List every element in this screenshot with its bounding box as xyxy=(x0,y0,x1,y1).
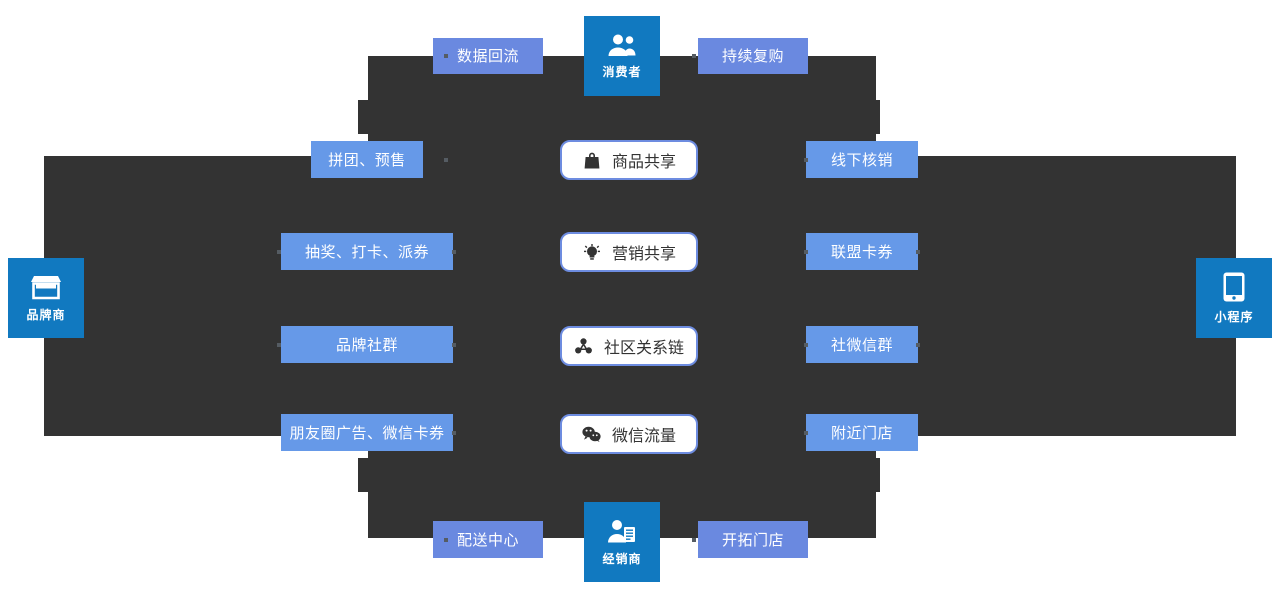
chip-left-1[interactable]: 拼团、预售 xyxy=(311,141,423,178)
chip-label: 线下核销 xyxy=(830,150,893,169)
backdrop-main-block xyxy=(44,156,1236,436)
wechat-icon xyxy=(582,424,602,444)
chip-label: 朋友圈广告、微信卡券 xyxy=(289,423,445,442)
chip-bottom-right[interactable]: 开拓门店 xyxy=(698,521,808,558)
chip-label: 附近门店 xyxy=(830,423,893,442)
connector-nub xyxy=(452,250,456,254)
chip-top-right[interactable]: 持续复购 xyxy=(698,38,808,74)
connector-nub xyxy=(692,538,696,542)
connector-nub xyxy=(452,343,456,347)
connector-nub xyxy=(444,158,448,162)
backdrop-top-notch-r xyxy=(866,100,880,134)
actor-label: 经销商 xyxy=(602,551,642,566)
backdrop-top-notch-l xyxy=(358,100,372,134)
connector-nub xyxy=(804,158,808,162)
connector-nub xyxy=(804,343,808,347)
actor-label: 小程序 xyxy=(1214,309,1254,324)
chip-label: 拼团、预售 xyxy=(328,150,406,169)
chip-label: 联盟卡券 xyxy=(830,242,893,261)
network-nodes-icon xyxy=(574,336,594,356)
lightbulb-icon xyxy=(582,242,602,262)
pill-product-sharing[interactable]: 商品共享 xyxy=(560,140,698,180)
chip-label: 品牌社群 xyxy=(335,335,398,354)
pill-label: 微信流量 xyxy=(611,426,676,445)
actor-label: 消费者 xyxy=(602,64,642,79)
chip-label: 社微信群 xyxy=(830,335,893,354)
pill-label: 营销共享 xyxy=(611,244,676,263)
chip-top-left[interactable]: 数据回流 xyxy=(433,38,543,74)
chip-right-1[interactable]: 线下核销 xyxy=(806,141,918,178)
chip-left-2[interactable]: 抽奖、打卡、派券 xyxy=(281,233,453,270)
actor-miniapp[interactable]: 小程序 xyxy=(1196,258,1272,338)
actor-brand[interactable]: 品牌商 xyxy=(8,258,84,338)
actor-consumer[interactable]: 消费者 xyxy=(584,16,660,96)
storefront-icon xyxy=(31,274,61,300)
pill-marketing-sharing[interactable]: 营销共享 xyxy=(560,232,698,272)
chip-left-4[interactable]: 朋友圈广告、微信卡券 xyxy=(281,414,453,451)
person-document-icon xyxy=(607,518,637,544)
connector-nub xyxy=(916,250,920,254)
connector-nub xyxy=(444,54,448,58)
connector-nub xyxy=(277,343,281,347)
connector-nub xyxy=(692,54,696,58)
connector-nub xyxy=(804,431,808,435)
chip-label: 持续复购 xyxy=(721,47,784,65)
pill-label: 社区关系链 xyxy=(603,338,684,357)
pill-community-graph[interactable]: 社区关系链 xyxy=(560,326,698,366)
chip-label: 配送中心 xyxy=(456,530,519,549)
mobile-phone-icon xyxy=(1223,272,1245,302)
shopping-bag-icon xyxy=(582,150,602,170)
chip-bottom-left[interactable]: 配送中心 xyxy=(433,521,543,558)
chip-right-2[interactable]: 联盟卡券 xyxy=(806,233,918,270)
chip-right-3[interactable]: 社微信群 xyxy=(806,326,918,363)
connector-nub xyxy=(804,250,808,254)
connector-nub xyxy=(277,250,281,254)
chip-label: 抽奖、打卡、派券 xyxy=(304,242,429,261)
chip-left-3[interactable]: 品牌社群 xyxy=(281,326,453,363)
chip-label: 数据回流 xyxy=(456,47,519,65)
connector-nub xyxy=(452,431,456,435)
chip-right-4[interactable]: 附近门店 xyxy=(806,414,918,451)
actor-label: 品牌商 xyxy=(26,307,66,322)
connector-nub xyxy=(444,538,448,542)
pill-label: 商品共享 xyxy=(611,152,676,171)
connector-nub xyxy=(916,343,920,347)
pill-wechat-traffic[interactable]: 微信流量 xyxy=(560,414,698,454)
chip-label: 开拓门店 xyxy=(721,530,784,549)
actor-dealer[interactable]: 经销商 xyxy=(584,502,660,582)
two-people-icon xyxy=(607,33,637,57)
